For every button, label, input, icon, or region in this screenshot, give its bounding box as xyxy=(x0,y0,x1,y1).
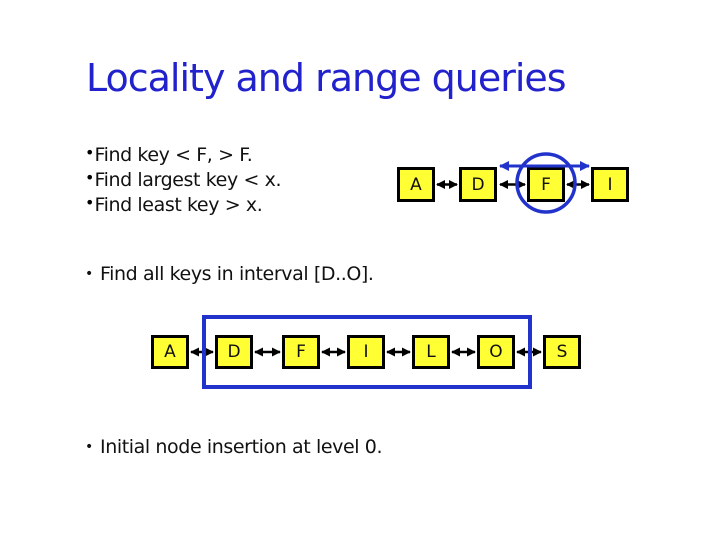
bullet-item: • Find largest key < x. xyxy=(85,168,281,193)
bullet-text: Find key < F, > F. xyxy=(94,144,253,166)
bullet-marker: • xyxy=(85,266,93,282)
bullet-text: Initial node insertion at level 0. xyxy=(100,436,383,458)
node-box-a: A xyxy=(397,167,435,202)
bullet-item-interval: • Find all keys in interval [D..O]. xyxy=(85,262,374,287)
bullet-item: • Find key < F, > F. xyxy=(85,143,281,168)
node-box-s: S xyxy=(543,335,581,369)
node-box-i: I xyxy=(591,167,629,202)
node-box-d: D xyxy=(459,167,497,202)
bullet-text: Find all keys in interval [D..O]. xyxy=(100,263,374,285)
bullet-list-queries: • Find key < F, > F. • Find largest key … xyxy=(85,143,281,218)
node-box-i: I xyxy=(347,335,385,369)
bullet-item-insertion: • Initial node insertion at level 0. xyxy=(85,435,383,460)
slide-title: Locality and range queries xyxy=(86,56,567,100)
bullet-marker: • xyxy=(85,168,95,187)
bullet-marker: • xyxy=(85,193,95,212)
bullet-marker: • xyxy=(85,143,95,162)
node-box-o: O xyxy=(477,335,515,369)
node-box-l: L xyxy=(412,335,450,369)
node-box-f: F xyxy=(282,335,320,369)
bullet-marker: • xyxy=(85,439,93,455)
node-box-f: F xyxy=(527,167,565,202)
bullet-text: Find largest key < x. xyxy=(94,169,282,191)
bullet-text: Find least key > x. xyxy=(94,194,263,216)
node-box-a: A xyxy=(151,335,189,369)
node-box-d: D xyxy=(215,335,253,369)
bullet-item: • Find least key > x. xyxy=(85,193,281,218)
